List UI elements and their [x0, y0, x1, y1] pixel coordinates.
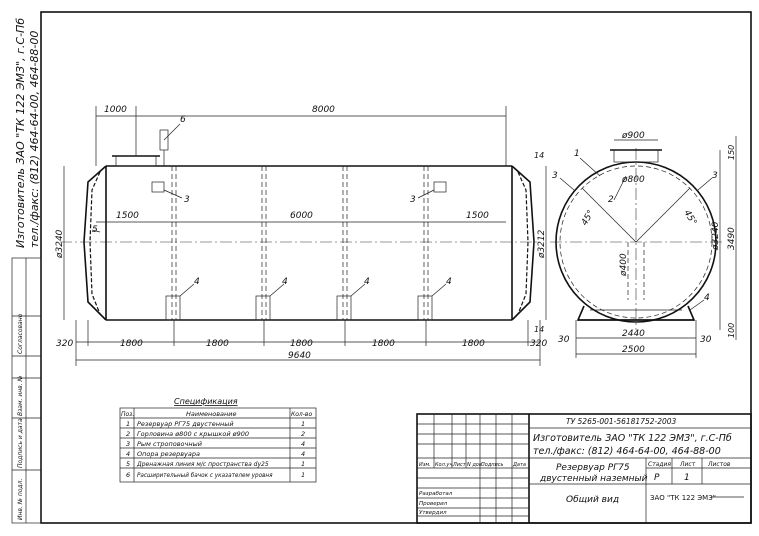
callout-3-end-left: 3 [552, 171, 558, 181]
callout-4-side-4: 4 [446, 277, 452, 287]
title-block [416, 413, 752, 524]
strip-vzam-inv: Взам. инв. № [17, 375, 24, 416]
tb-company: ЗАО "ТК 122 ЭМЗ" [650, 494, 716, 502]
spec-header-pos: Поз. [121, 411, 134, 418]
dim-9640: 9640 [288, 351, 311, 361]
tb-razrab: Разработал [419, 491, 453, 497]
tb-stage-value: Р [654, 473, 660, 483]
dim-2440: 2440 [622, 329, 645, 339]
dim-d800: ø800 [621, 175, 645, 185]
spec-row-4-qty: 4 [301, 450, 305, 458]
dim-d3212-side: ø3212 [537, 229, 547, 259]
dim-150: 150 [727, 145, 736, 160]
strip-soglasovano: Согласовано [17, 313, 24, 354]
spec-row-6-name: Расширительный бачок с указателем уровня [137, 473, 273, 479]
callout-2-end: 2 [608, 195, 614, 205]
spec-row-5-qty: 1 [301, 460, 305, 468]
dim-1500-right: 1500 [466, 211, 489, 221]
callout-3-end-right: 3 [712, 171, 718, 181]
spec-row-3-pos: 3 [126, 440, 130, 448]
tb-view-name: Общий вид [566, 495, 619, 505]
spec-row-1-pos: 1 [126, 420, 130, 428]
spec-row-2-name: Горловина ø800 с крышкой ø900 [137, 430, 249, 438]
tb-sheet-label: Лист [679, 461, 696, 468]
callout-3-side-right: 3 [410, 195, 416, 205]
strip-podpis-data: Подпись и дата [17, 418, 24, 468]
tb-sheets-label: Листов [707, 461, 731, 468]
tb-col-izm: Изм. [419, 462, 431, 468]
dim-d3240-side: ø3240 [55, 229, 65, 259]
tb-stage-label: Стадия [648, 461, 671, 468]
dim-1000: 1000 [104, 105, 127, 115]
end-view [550, 136, 737, 358]
spec-row-1-name: Резервуар РГ75 двустенный [137, 420, 234, 428]
callout-5-side: 5 [92, 225, 98, 235]
side-text-phone: тел./факс: (812) 464-64-00, 464-88-00 [28, 31, 41, 248]
spec-header-qty: Кол-во [291, 411, 312, 418]
spec-row-4-name: Опора резервуара [137, 450, 200, 458]
dim-14-top: 14 [534, 151, 544, 160]
tb-col-list: Лист [452, 462, 467, 468]
dim-1800-5: 1800 [462, 339, 485, 349]
callout-4-side-1: 4 [194, 277, 200, 287]
tb-sheet-value: 1 [684, 473, 690, 483]
left-approval-strip: Согласовано Взам. инв. № Подпись и дата … [11, 257, 42, 524]
dim-320-right: 320 [530, 339, 547, 349]
spec-row-3-name: Рым строповочный [137, 440, 202, 448]
tb-doc-code: ТУ 5265-001-56181752-2003 [566, 417, 677, 426]
spec-row-5-name: Дренажная линия м/с пространства dу25 [136, 461, 269, 468]
side-text-maker: Изготовитель ЗАО "ТК 122 ЭМЗ", г.С-Пб [14, 18, 27, 248]
spec-row-2-pos: 2 [126, 430, 130, 438]
spec-row-1-qty: 1 [301, 420, 305, 428]
dim-d400: ø400 [619, 253, 629, 277]
dim-1800-4: 1800 [372, 339, 395, 349]
spec-title: Спецификация [174, 397, 238, 406]
spec-row-4-pos: 4 [126, 450, 130, 458]
dim-14-bottom: 14 [534, 325, 544, 334]
tb-utverdil: Утвердил [419, 510, 447, 516]
callout-1-end: 1 [574, 149, 580, 159]
angle-45-right: 45° [681, 209, 698, 228]
spec-row-5-pos: 5 [126, 460, 130, 468]
tb-name-line2: двустенный наземный [539, 474, 648, 484]
dim-d3240-end: ø3240 [711, 221, 721, 251]
callout-4-side-2: 4 [282, 277, 288, 287]
tb-proveril: Проверил [419, 501, 448, 507]
dim-8000: 8000 [312, 105, 335, 115]
dim-1800-3: 1800 [290, 339, 313, 349]
tb-col-ndok: N док. [467, 462, 483, 468]
tb-col-data: Дата [512, 462, 526, 468]
dim-6000: 6000 [290, 211, 313, 221]
callout-3-side-left: 3 [184, 195, 190, 205]
dim-30-right: 30 [700, 335, 712, 345]
callout-4-side-3: 4 [364, 277, 370, 287]
callout-4-end: 4 [704, 293, 710, 303]
strip-inv-podl: Инв. № подл. [17, 479, 24, 520]
dim-1800-2: 1800 [206, 339, 229, 349]
tb-col-podpis: Подпись [481, 462, 504, 468]
dim-100: 100 [727, 323, 736, 338]
side-view [60, 106, 547, 366]
dim-1800-1: 1800 [120, 339, 143, 349]
dim-30-left: 30 [558, 335, 570, 345]
spec-row-6-qty: 1 [301, 471, 305, 479]
dim-d900: ø900 [621, 131, 645, 141]
callout-6-side: 6 [180, 115, 186, 125]
dim-3490: 3490 [727, 227, 737, 250]
spec-row-6-pos: 6 [126, 471, 130, 479]
dim-2500: 2500 [622, 345, 645, 355]
spec-row-2-qty: 2 [301, 430, 305, 438]
angle-45-left: 45° [580, 209, 597, 228]
specification-table: Спецификация Поз. Наименование Кол-во 1 … [119, 397, 317, 483]
tb-maker-line2: тел./факс: (812) 464-64-00, 464-88-00 [533, 446, 721, 457]
dim-1500-left: 1500 [116, 211, 139, 221]
tb-maker-line1: Изготовитель ЗАО "ТК 122 ЭМЗ", г.С-Пб [533, 433, 732, 444]
spec-row-3-qty: 4 [301, 440, 305, 448]
tb-name-line1: Резервуар РГ75 [556, 463, 630, 473]
tb-col-koluch: Кол.уч. [435, 462, 454, 468]
spec-header-name: Наименование [186, 410, 237, 418]
dim-320-left: 320 [56, 339, 73, 349]
